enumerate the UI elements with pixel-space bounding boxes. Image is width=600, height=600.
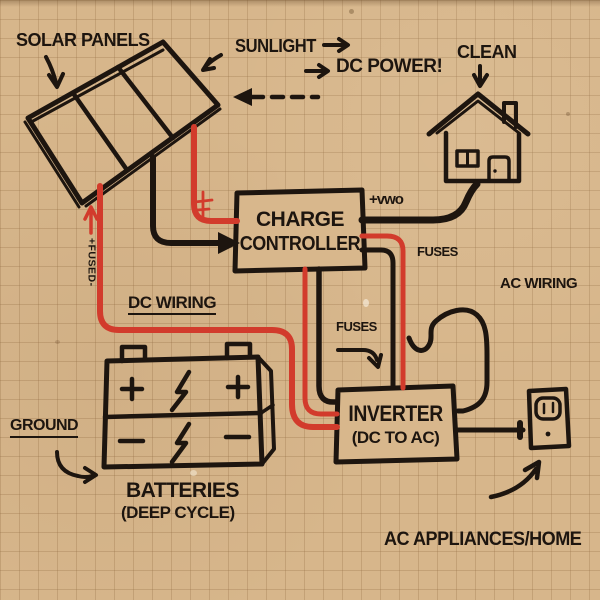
lightning-bolt-icon [169,369,192,413]
wire-controller-to-inverter-red [359,233,406,391]
dc-power-arrow [304,63,330,79]
ground-label: GROUND [10,418,79,438]
wire-controller-to-house-black [358,180,481,224]
outlet-arrow [488,459,542,500]
wire-panel-to-controller-red [191,124,240,224]
fused-up-arrow [83,205,99,235]
paper-speckle [349,9,354,14]
fuses-dc-label: FUSES [336,319,377,334]
sunlight-to-panel-arrow [201,53,223,72]
inverter-box [333,383,460,465]
wire-controller-to-inverter-black [359,247,396,391]
lightning-bolt-icon [169,421,192,465]
wire-panel-to-controller-black [150,154,223,246]
inverter-label: INVERTER (DC TO AC) [348,400,443,447]
solar-panels-arrow [44,55,65,89]
paper-speckle [566,112,570,116]
clean-arrow [472,64,489,88]
battery-plus-symbol [119,376,145,402]
annotation-arrows [44,37,542,500]
dc-power-label: DC POWER! [336,56,443,77]
clean-label: CLEAN [457,42,517,62]
paper-speckle [55,340,60,344]
paper-speckle [363,299,369,307]
sunlight-label: SUNLIGHT [235,36,316,56]
house-icon [426,91,531,184]
deep-cycle-label: (DEEP CYCLE) [121,503,235,522]
fuses-ac-label: FUSES [417,244,458,259]
paper-speckle [190,470,197,476]
ac-wiring-label: AC WIRING [500,275,578,292]
fuses-dc-arrow [336,348,383,369]
solar-panel-drawing [23,39,222,209]
wire-controller-bottom-red [302,266,340,417]
dc-wiring-label: DC WIRING [128,294,217,315]
sunlight-right-arrow [322,37,350,53]
ground-arrow [55,450,98,484]
wire-panel-dc-run-red [97,183,340,430]
wire-controller-bottom-black [316,266,338,405]
wire-arrowhead [218,232,240,254]
ground-symbol [193,190,214,219]
solar-panels-label: SOLAR PANELS [16,30,150,50]
fused-wire-label: +FUSED- [85,237,98,287]
battery-plus-symbol [225,374,251,400]
charge-controller-label: CHARGE CONTROLLER [239,207,361,255]
dashed-return-arrowhead [233,88,252,106]
batteries-label: BATTERIES [126,479,239,502]
outlet-icon [526,386,572,451]
ac-slack-loop-wire [406,307,490,414]
ac-appliances-label: AC APPLIANCES/HOME [384,529,582,550]
cc-output-scribble-label: +vwo [369,191,404,208]
battery-icon [101,341,276,470]
